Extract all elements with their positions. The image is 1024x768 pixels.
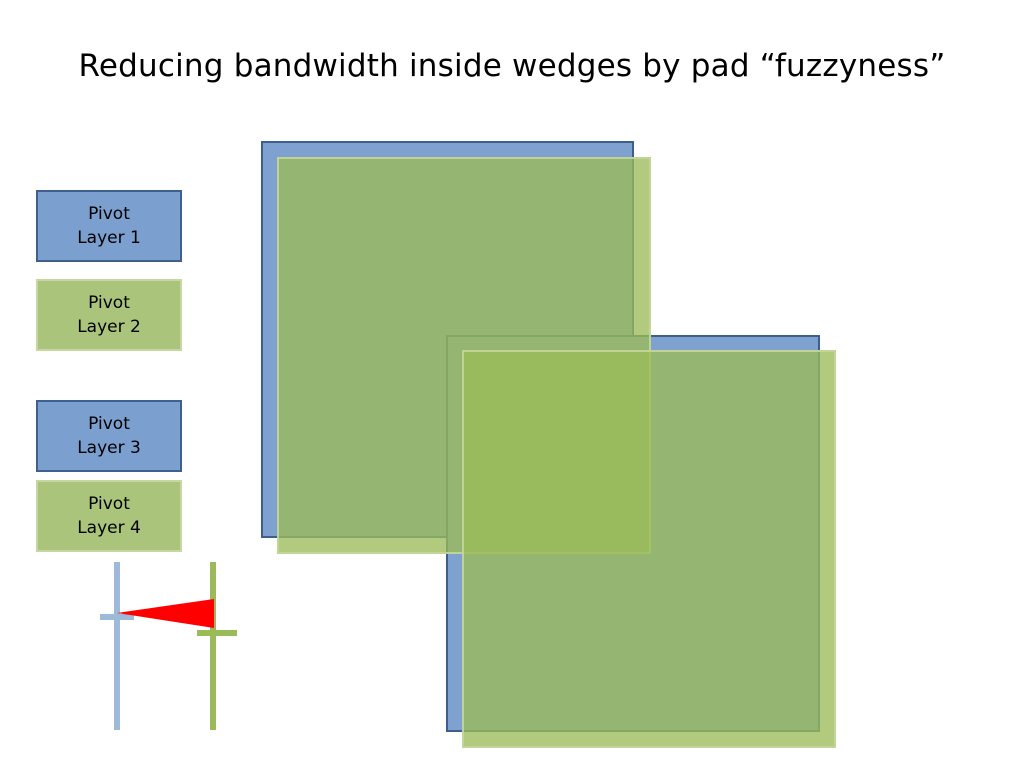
legend-label-line2: Layer 4 <box>77 518 141 538</box>
legend-label-line2: Layer 1 <box>77 228 141 248</box>
wedge-shape <box>117 599 214 628</box>
pad-lower-right-layer-green <box>462 350 836 748</box>
legend-pivot-layer-1: Pivot Layer 1 <box>36 190 182 262</box>
slide-title: Reducing bandwidth inside wedges by pad … <box>78 48 946 84</box>
legend-label-line1: Pivot <box>88 414 130 434</box>
legend-label-line2: Layer 2 <box>77 317 141 337</box>
legend-pivot-layer-4: Pivot Layer 4 <box>36 480 182 552</box>
legend-label-line2: Layer 3 <box>77 438 141 458</box>
legend-label-line1: Pivot <box>88 293 130 313</box>
legend-label-line1: Pivot <box>88 494 130 514</box>
legend-pivot-layer-2: Pivot Layer 2 <box>36 279 182 351</box>
legend-pivot-layer-3: Pivot Layer 3 <box>36 400 182 472</box>
legend-label-line1: Pivot <box>88 204 130 224</box>
